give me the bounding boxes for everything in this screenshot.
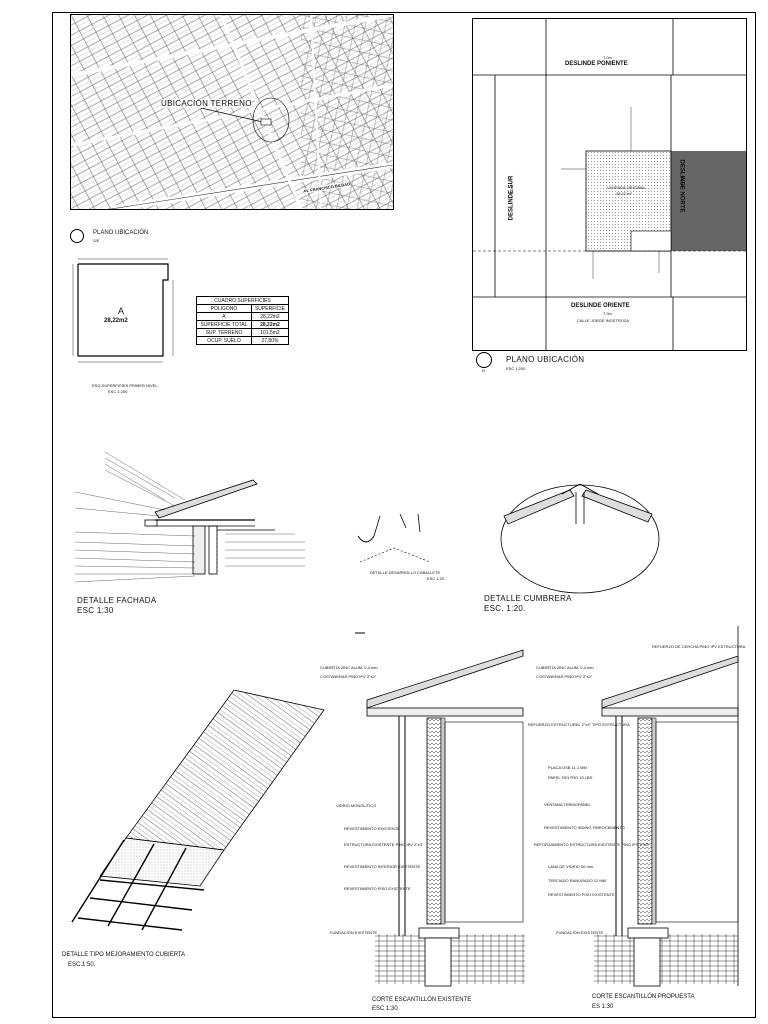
location-map-title: PLANO UBICACIÓN — [93, 230, 149, 236]
table-cell: SUPERFICIE TOTAL — [196, 320, 252, 329]
table-cell: A — [196, 312, 252, 321]
table-row: SUPERFICIE TOTAL 28,22m2 — [196, 320, 290, 329]
table-row: A 28,22m2 — [196, 312, 290, 321]
west-dim: 7.0m — [603, 55, 612, 60]
note-proposed-9: REFORZAMIENTO ESTRUCTURA EXISTENTE PINO … — [534, 842, 650, 847]
north-dim: 14.0m — [680, 175, 686, 188]
proposed-section-drawing — [594, 626, 739, 987]
site-plan-drawing — [473, 19, 746, 350]
drawing-sheet — [52, 12, 756, 1018]
note-proposed-1: REFUERZO DE CERCHA PINO IPV ESTRUCTURA — [652, 644, 746, 649]
existing-section-scale: ESC 1:30 — [372, 1006, 398, 1012]
location-map: UBICACIÓN TERRENO AV. FRANCISCO BILBAO — [70, 14, 394, 210]
note-proposed-3: COSTANERAS PINO IPV 2"x2" — [536, 674, 593, 679]
note-proposed-2: CUBIERTA ZINC ALUM. 0,4 mm — [536, 665, 594, 670]
note-existing-7: REVESTIMIENTO PISO EXISTENTE — [344, 886, 411, 891]
note-proposed-4: REFUERZO ESTRUCTURAL 2"x3" TIPO ESTRUCTU… — [528, 722, 630, 727]
proposed-section-scale: ES 1:30 — [592, 1004, 614, 1010]
note-proposed-12: REVESTIMIENTO PISO EXISTENTE — [548, 892, 615, 897]
sketch-caption: ESQ SUPERFICIES PRIMER NIVEL — [92, 383, 158, 388]
table-cell: 28,22m2 — [250, 320, 290, 329]
table-row: OCUP. SUELO 27,80% — [196, 336, 290, 345]
street-grid-drawing — [71, 15, 393, 209]
note-existing-4: REVESTIMIENTO EXISTENTE — [344, 826, 400, 831]
surface-table-title: CUADRO SUPERFICIES — [196, 296, 289, 305]
surface-sketch-drawing — [72, 258, 174, 363]
east-boundary-label: DESLINDE ORIENTE — [571, 303, 630, 309]
note-existing-2: COSTANERAS PINO IPV 2"x2" — [320, 674, 377, 679]
note-existing-3: VIDRIO MONOLITICO — [336, 803, 377, 808]
polygon-label: A — [118, 306, 125, 316]
table-row: SUP. TERRENO 101,5m2 — [196, 328, 290, 337]
east-dim: 7.0m — [603, 311, 612, 316]
location-label: UBICACIÓN TERRENO — [161, 99, 252, 108]
roof-detail-title: DETALLE TIPO MEJORAMIENTO CUBIERTA — [62, 952, 186, 958]
ridge-scale: ESC 1:20. — [427, 576, 446, 581]
note-proposed-10: LANA DE VIDRIO 50 mm — [548, 864, 594, 869]
west-boundary-label: DESLINDE PONIENTE — [565, 61, 628, 67]
center-title: VIVIENDA ORIGINAL — [607, 185, 646, 190]
roof-detail-scale: ESC.1:50. — [68, 962, 96, 968]
facade-detail-title: DETALLE FACHADA — [77, 596, 157, 605]
roof-improvement-drawing — [71, 690, 325, 931]
note-existing-5: ESTRUCTURA EXISTENTE PINO IPV 2"x3" — [344, 842, 424, 847]
facade-detail-scale: ESC 1:30 — [77, 606, 114, 615]
location-map-subtitle: S/E — [93, 238, 100, 243]
surface-table: CUADRO SUPERFICIES POLIGONO SUPERFICIE A… — [196, 296, 290, 345]
center-area: 28,22 m² — [616, 191, 632, 196]
ridge-development-drawing — [357, 513, 431, 563]
col-header: POLIGONO — [196, 304, 252, 313]
street-label: CALLE JORGE INOSTROZA — [577, 318, 630, 323]
ridge-caption: DETALLE DESARROLLO CABALLETE — [370, 570, 441, 575]
note-existing-8: FUNDACIÓN EXISTENTE — [330, 930, 378, 935]
col-header: SUPERFICIE — [250, 304, 290, 313]
table-cell: 27,80% — [250, 336, 290, 345]
table-cell: SUP. TERRENO — [196, 328, 252, 337]
south-dim: 9.0m — [508, 185, 514, 194]
polygon-area: 28,22m2 — [104, 318, 128, 324]
sketch-scale: ESC 1:200 — [108, 389, 128, 394]
ridge-detail-drawing — [500, 484, 660, 594]
site-plan-scale: ESC 1:200 — [506, 366, 526, 371]
south-boundary-label: DESLINDE SUR — [508, 175, 515, 221]
site-plan-title: PLANO UBICACIÓN — [506, 355, 585, 364]
table-cell: 28,22m2 — [250, 312, 290, 321]
ridge-detail-title: DETALLE CUMBRERA — [484, 594, 572, 603]
north-symbol — [70, 229, 84, 243]
note-proposed-8: REVESTIMIENTO SIDING FIBROCEMENTO — [544, 825, 625, 830]
note-proposed-7: VENTANA TERMOPANEL — [544, 802, 591, 807]
note-proposed-6: PAPEL FIELTRO 15 LBS — [548, 775, 593, 780]
table-cell: 101,5m2 — [250, 328, 290, 337]
proposed-section-title: CORTE ESCANTILLÓN PROPUESTA — [592, 994, 695, 1000]
existing-section-title: CORTE ESCANTILLÓN EXISTENTE — [372, 997, 472, 1003]
existing-section-drawing — [355, 632, 525, 987]
facade-detail-drawing — [75, 451, 305, 583]
north-arrow-symbol — [476, 352, 492, 368]
ridge-detail-scale: ESC. 1:20. — [484, 604, 526, 613]
note-existing-6: REVESTIMIENTO INTERIOR EXISTENTE — [344, 864, 421, 869]
note-proposed-11: TERCIADO RANURADO 12 MM — [548, 878, 607, 883]
north-arrow-letter: N — [482, 368, 485, 373]
note-existing-1: CUBIERTA ZINC ALUM. 0,4 mm — [320, 665, 378, 670]
note-proposed-13: FUNDACIÓN EXISTENTE — [556, 930, 604, 935]
note-proposed-5: PLACA OSB 11.1 MM — [548, 765, 587, 770]
site-plan: 7.0m DESLINDE PONIENTE DESLINDE SUR 9.0m… — [472, 18, 747, 351]
table-cell: OCUP. SUELO — [196, 336, 252, 345]
